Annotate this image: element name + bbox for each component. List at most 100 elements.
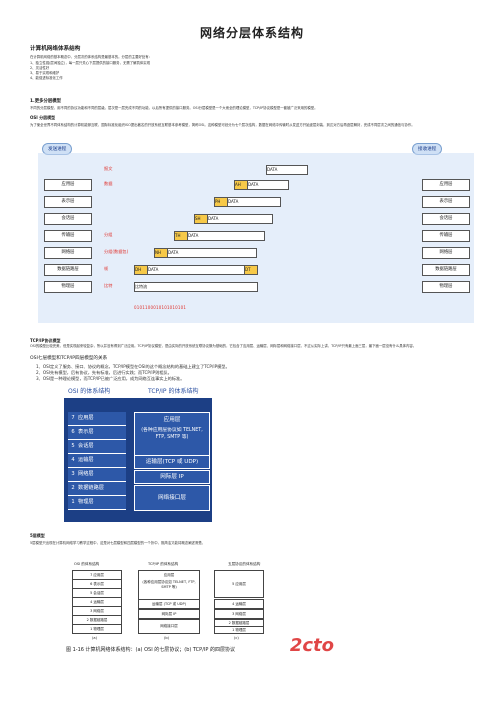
tcp-link: 网络接口层 bbox=[138, 619, 200, 634]
data-bar: DATA bbox=[187, 231, 265, 241]
left-layer: 物理层 bbox=[44, 281, 92, 293]
sub-c: (c) bbox=[234, 636, 239, 640]
osi-text: 为了使全世界不同体系结构的计算机能够互联，国际标准化组织ISO提出著名的开放系统… bbox=[30, 123, 415, 127]
right-layer: 网络层 bbox=[422, 247, 470, 259]
watermark-logo: 2cto bbox=[289, 635, 334, 656]
right-layer: 会话层 bbox=[422, 213, 470, 225]
layer-number: 4 bbox=[71, 457, 75, 463]
col-title-tcp: TCP/IP 的体系结构 bbox=[148, 562, 179, 566]
right-layer: 物理层 bbox=[422, 281, 470, 293]
list-item: 1、独立性强(层间独立)，每一层只关心下层提供的接口服务，无需了解具体实现 bbox=[30, 61, 151, 65]
layer-name: 网络层 bbox=[78, 471, 94, 477]
left-layer: 会话层 bbox=[44, 213, 92, 225]
data-bar: DATA bbox=[207, 214, 273, 224]
osi-layer: 1 物理层 bbox=[72, 624, 122, 634]
layer-number: 6 bbox=[71, 429, 75, 435]
layer-name: 物理层 bbox=[78, 499, 94, 505]
right-layer: 表示层 bbox=[422, 196, 470, 208]
tcp-transport-layer: 运输层(TCP 或 UDP) bbox=[134, 455, 210, 469]
layer-name: 运输层 bbox=[78, 457, 94, 463]
layer-number: 2 bbox=[71, 485, 75, 491]
bit-sequence: 0101100010101010101 bbox=[134, 305, 187, 310]
col-title-osi: OSI 的体系结构 bbox=[74, 562, 100, 566]
section-heading-five-layer: 5层模型 bbox=[30, 533, 45, 538]
right-layer: 数据链路层 bbox=[422, 264, 470, 276]
five-layer: 4 运输层 bbox=[214, 599, 264, 609]
compare-list: 1、OSI定义了服务、接口、协议的概念，TCP/IP模型在OSI的这个概念结构的… bbox=[36, 364, 230, 382]
pdu-tag: 比特 bbox=[104, 283, 113, 288]
tcp-link-layer: 网络接口层 bbox=[134, 485, 210, 511]
list-item: 4、能促进标准化工作 bbox=[30, 76, 63, 80]
section-heading-layers: 1.更多分层模型 bbox=[30, 99, 62, 104]
intro-text: 在计算机网络的基本概念中，分层次的体系结构是最基本的。分层的主要好处有： bbox=[30, 55, 153, 59]
layer-number: 7 bbox=[71, 415, 75, 421]
tcp-app-detail: (各种应用层协议如 TELNET, FTP, SMTP 等) bbox=[141, 428, 203, 440]
layer-name: 表示层 bbox=[78, 429, 94, 435]
header-ph: PH bbox=[214, 197, 228, 207]
layers-text: 不同的分层模型，用不同的协议功能和不同的层级。层次是一层完成不同的功能，以后所有… bbox=[30, 106, 318, 110]
osi-encapsulation-figure: 发送进程 接收进程 应用层 表示层 会话层 传输层 网络层 数据链路层 物理层 … bbox=[38, 141, 474, 333]
data-bar: DATA bbox=[167, 248, 257, 258]
section-heading-tcpip: TCP/IP协议模型 bbox=[30, 338, 61, 343]
list-item: 1、OSI定义了服务、接口、协议的概念，TCP/IP模型在OSI的这个概念结构的… bbox=[36, 364, 230, 369]
layer-name: 应用层 bbox=[78, 415, 94, 421]
pdu-tag: 帧 bbox=[104, 266, 109, 271]
tcp-app-name: 应用层 bbox=[163, 417, 181, 423]
pdu-tag: 报文 bbox=[104, 166, 113, 171]
sub-b: (b) bbox=[164, 636, 170, 640]
pdu-tag: 分组(数据包) bbox=[104, 249, 129, 254]
header-dh: DH bbox=[134, 265, 148, 275]
layer-number: 3 bbox=[71, 471, 75, 477]
data-bar: DATA bbox=[227, 197, 281, 207]
pdu-tag: 分组 bbox=[104, 232, 113, 237]
header-th: TH bbox=[174, 231, 188, 241]
five-layer: 3 网络层 bbox=[214, 609, 264, 619]
header-sh: SH bbox=[194, 214, 208, 224]
data-bar: DATA bbox=[247, 180, 289, 190]
layer-name: 会话层 bbox=[78, 443, 94, 449]
benefit-list: 1、独立性强(层间独立)，每一层只关心下层提供的接口服务，无需了解具体实现 2、… bbox=[30, 61, 150, 81]
sub-a: (a) bbox=[92, 636, 98, 640]
layer-name: 数据链路层 bbox=[78, 485, 104, 491]
tcpip-text: OSI的模型比较完美，但是实现起来较复杂，所以并没有得到广泛应用。TCP/IP协… bbox=[30, 344, 417, 348]
compare-title: OSI七层模型和TCP/IP四层模型的关系 bbox=[30, 356, 108, 361]
left-layer: 传输层 bbox=[44, 230, 92, 242]
pdu-tag: 数据 bbox=[104, 181, 113, 186]
osi-subheading: OSI 分层模型 bbox=[30, 115, 56, 120]
five-layer: 1 物理层 bbox=[214, 626, 264, 634]
header-nh: NH bbox=[154, 248, 168, 258]
left-layer: 应用层 bbox=[44, 179, 92, 191]
five-layer-text: 5层模型只出现在计算机网络学习教学过程中，这是对七层模型和四层模型的一个折中，既… bbox=[30, 541, 206, 545]
data-bar: DATA bbox=[147, 265, 245, 275]
right-layer: 传输层 bbox=[422, 230, 470, 242]
tcp-title: TCP/IP 的体系结构 bbox=[148, 388, 199, 395]
data-bar: DATA bbox=[266, 165, 308, 175]
layer-number: 5 bbox=[71, 443, 75, 449]
list-item: 3、OSI是一种理论模型，而TCP/IP已被广泛应用，成为网络互连事实上的标准。 bbox=[36, 376, 185, 381]
osi-title: OSI 的体系结构 bbox=[68, 388, 111, 395]
list-item: 3、易于实现和维护 bbox=[30, 71, 60, 75]
trailer-dt: DT bbox=[244, 265, 258, 275]
tcp-app-layer: 应用层 (各种应用层协议如 TELNET, FTP, SMTP 等) bbox=[138, 570, 200, 600]
page-title: 网络分层体系结构 bbox=[199, 26, 304, 40]
left-layer: 网络层 bbox=[44, 247, 92, 259]
col-title-five: 五层协议的体系结构 bbox=[228, 562, 261, 566]
header-ah: AH bbox=[234, 180, 248, 190]
list-item: 2、OSI先有模型，后有协议，先有标准，后进行实践；而TCP/IP则相反。 bbox=[36, 370, 172, 375]
tcp-app-detail: (各种应用层协议如 TELNET, FTP, SMTP 等) bbox=[142, 580, 196, 589]
tcp-application-layer: 应用层 (各种应用层协议如 TELNET, FTP, SMTP 等) bbox=[134, 412, 210, 456]
section-heading-architecture: 计算机网络体系结构 bbox=[30, 46, 81, 52]
left-layer: 数据链路层 bbox=[44, 264, 92, 276]
tcp-app-name: 应用层 bbox=[163, 573, 175, 577]
left-layer: 表示层 bbox=[44, 196, 92, 208]
figure-caption: 图 1-16 计算机网络体系结构：(a) OSI 的七层协议；(b) TCP/I… bbox=[66, 647, 235, 653]
bit-stream-bar: 比特流 bbox=[134, 282, 258, 292]
